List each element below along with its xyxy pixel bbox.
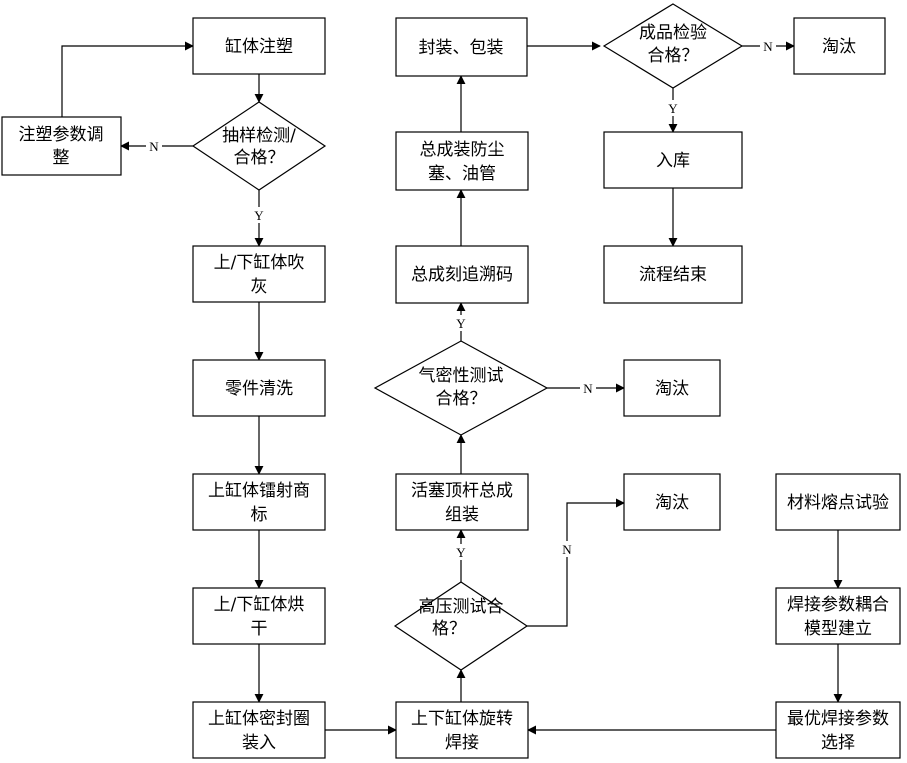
arrow-hptest-to-reject (527, 503, 624, 626)
node-reject-air: 淘汰 (624, 360, 720, 416)
node-dry: 上/下缸体烘 干 (193, 588, 325, 644)
node-weld: 上下缸体旋转 焊接 (396, 702, 528, 758)
node-reject-final: 淘汰 (794, 18, 885, 74)
node-label: 缸体注塑 (225, 36, 293, 57)
node-label: 封装、包装 (419, 38, 504, 58)
node-label: 合格？ (648, 46, 699, 66)
node-sampling-check: 抽样检测/ 合格？ (193, 102, 325, 190)
node-molding: 缸体注塑 (193, 18, 325, 74)
node-label: 抽样检测/ (222, 126, 296, 146)
node-melt-test: 材料熔点试验 (776, 474, 900, 530)
node-label: 上/下缸体吹 (214, 252, 305, 273)
no-label: N (763, 39, 773, 54)
no-label: N (583, 381, 593, 396)
arrow-adjust-to-molding (62, 46, 193, 117)
node-final-test: 成品检验 合格？ (604, 4, 742, 88)
node-label: 最优焊接参数 (787, 709, 889, 729)
node-adjust: 注塑参数调 整 (2, 117, 121, 175)
node-laser: 上缸体镭射商 标 (193, 474, 325, 530)
node-storage: 入库 (604, 132, 742, 188)
node-label: 标 (251, 505, 268, 525)
node-model: 焊接参数耦合 模型建立 (776, 588, 900, 644)
node-label: 塞、油管 (428, 164, 496, 184)
node-label: 选择 (821, 733, 855, 753)
node-trace: 总成刻追溯码 (396, 246, 528, 303)
node-label: 模型建立 (804, 619, 872, 639)
node-label: 干 (251, 619, 268, 639)
node-label: 材料熔点试验 (787, 493, 889, 513)
yes-label: Y (456, 316, 466, 331)
node-label: 焊接 (445, 733, 479, 753)
node-label: 整 (53, 148, 70, 168)
node-air-test: 气密性测试 合格？ (375, 341, 547, 435)
node-label: 焊接参数耦合 (787, 595, 889, 615)
yes-label: Y (456, 545, 466, 560)
node-label: 成品检验 (639, 23, 707, 43)
node-clean: 零件清洗 (193, 360, 325, 416)
node-reject-hp: 淘汰 (624, 474, 720, 530)
node-plug: 总成装防尘 塞、油管 (396, 132, 528, 190)
node-label: 零件清洗 (225, 379, 293, 399)
node-label: 上下缸体旋转 (411, 708, 513, 729)
node-seal: 上缸体密封圈 装入 (193, 702, 325, 758)
node-hp-test: 高压测试合 格？ (395, 582, 527, 670)
node-label: 合格？ (436, 389, 487, 409)
node-blow: 上/下缸体吹 灰 (193, 246, 325, 302)
node-label: 入库 (656, 151, 690, 171)
no-label: N (149, 139, 159, 154)
node-label: 组装 (445, 505, 479, 525)
node-label: 淘汰 (822, 37, 856, 57)
node-label: 灰 (251, 277, 268, 297)
node-optimal: 最优焊接参数 选择 (776, 702, 900, 758)
node-end: 流程结束 (604, 246, 742, 303)
node-label: 总成装防尘 (420, 140, 505, 160)
node-label: 高压测试合 (419, 597, 504, 617)
node-label: 合格？ (234, 148, 285, 168)
node-label: 总成刻追溯码 (411, 265, 513, 285)
node-label: 淘汰 (655, 379, 689, 399)
node-label: 上缸体镭射商 (208, 480, 310, 501)
yes-label: Y (254, 208, 264, 223)
no-label: N (562, 542, 572, 557)
node-label: 格？ (432, 619, 466, 639)
node-piston: 活塞顶杆总成 组装 (396, 474, 528, 530)
node-label: 上缸体密封圈 (208, 708, 310, 729)
node-label: 装入 (242, 733, 276, 753)
node-label: 注塑参数调 (19, 125, 104, 145)
node-label: 活塞顶杆总成 (411, 481, 513, 501)
node-label: 流程结束 (639, 265, 707, 285)
node-label: 气密性测试 (419, 366, 504, 386)
node-pack: 封装、包装 (396, 18, 527, 76)
node-label: 淘汰 (655, 493, 689, 513)
yes-label: Y (668, 101, 678, 116)
node-label: 上/下缸体烘 (214, 594, 305, 615)
